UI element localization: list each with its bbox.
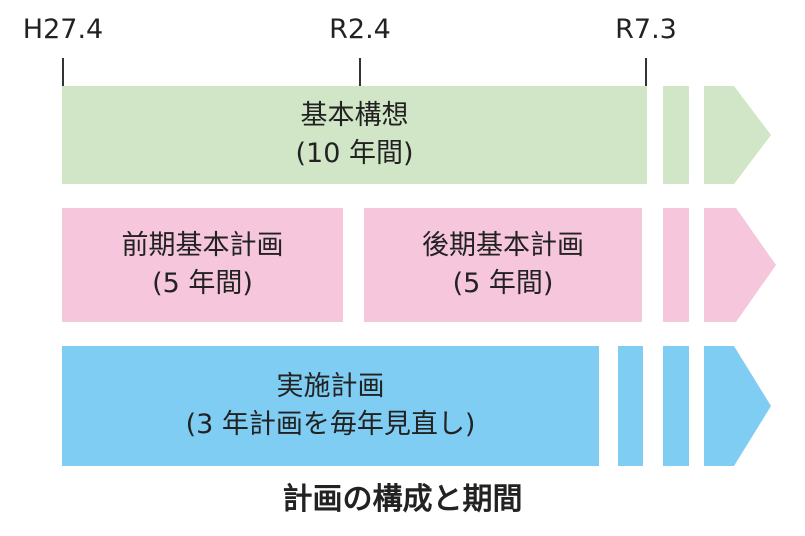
basic-plan-continuation-segment bbox=[663, 208, 689, 322]
tick-label-r7-3: R7.3 bbox=[615, 14, 677, 45]
action-plan-title: 実施計画 bbox=[276, 371, 385, 402]
concept-block: 基本構想 (10 年間) bbox=[62, 86, 647, 184]
concept-period: (10 年間) bbox=[295, 138, 414, 169]
action-plan-continuation-segment-1 bbox=[618, 346, 643, 466]
first-basic-plan-block: 前期基本計画 (5 年間) bbox=[62, 208, 343, 322]
first-basic-plan-title: 前期基本計画 bbox=[121, 230, 284, 261]
action-plan-continuation-segment-2 bbox=[663, 346, 689, 466]
second-basic-plan-title: 後期基本計画 bbox=[422, 230, 584, 261]
second-basic-plan-period: (5 年間) bbox=[452, 268, 554, 299]
concept-continuation-segment bbox=[663, 86, 689, 184]
first-basic-plan-period: (5 年間) bbox=[152, 268, 253, 299]
concept-title: 基本構想 bbox=[300, 100, 409, 131]
action-plan-period: (3 年計画を毎年見直し) bbox=[185, 409, 476, 440]
tick-mark-r2-4 bbox=[359, 58, 361, 86]
second-basic-plan-block: 後期基本計画 (5 年間) bbox=[364, 208, 642, 322]
action-plan-continuation-arrow bbox=[704, 346, 771, 466]
tick-mark-h27-4 bbox=[62, 58, 64, 86]
concept-continuation-arrow bbox=[704, 86, 771, 184]
tick-label-h27-4: H27.4 bbox=[22, 14, 104, 45]
diagram-caption: 計画の構成と期間 bbox=[282, 482, 523, 517]
action-plan-block: 実施計画 (3 年計画を毎年見直し) bbox=[62, 346, 599, 466]
basic-plan-continuation-arrow bbox=[704, 208, 776, 322]
tick-label-r2-4: R2.4 bbox=[329, 14, 391, 45]
tick-mark-r7-3 bbox=[645, 58, 647, 86]
